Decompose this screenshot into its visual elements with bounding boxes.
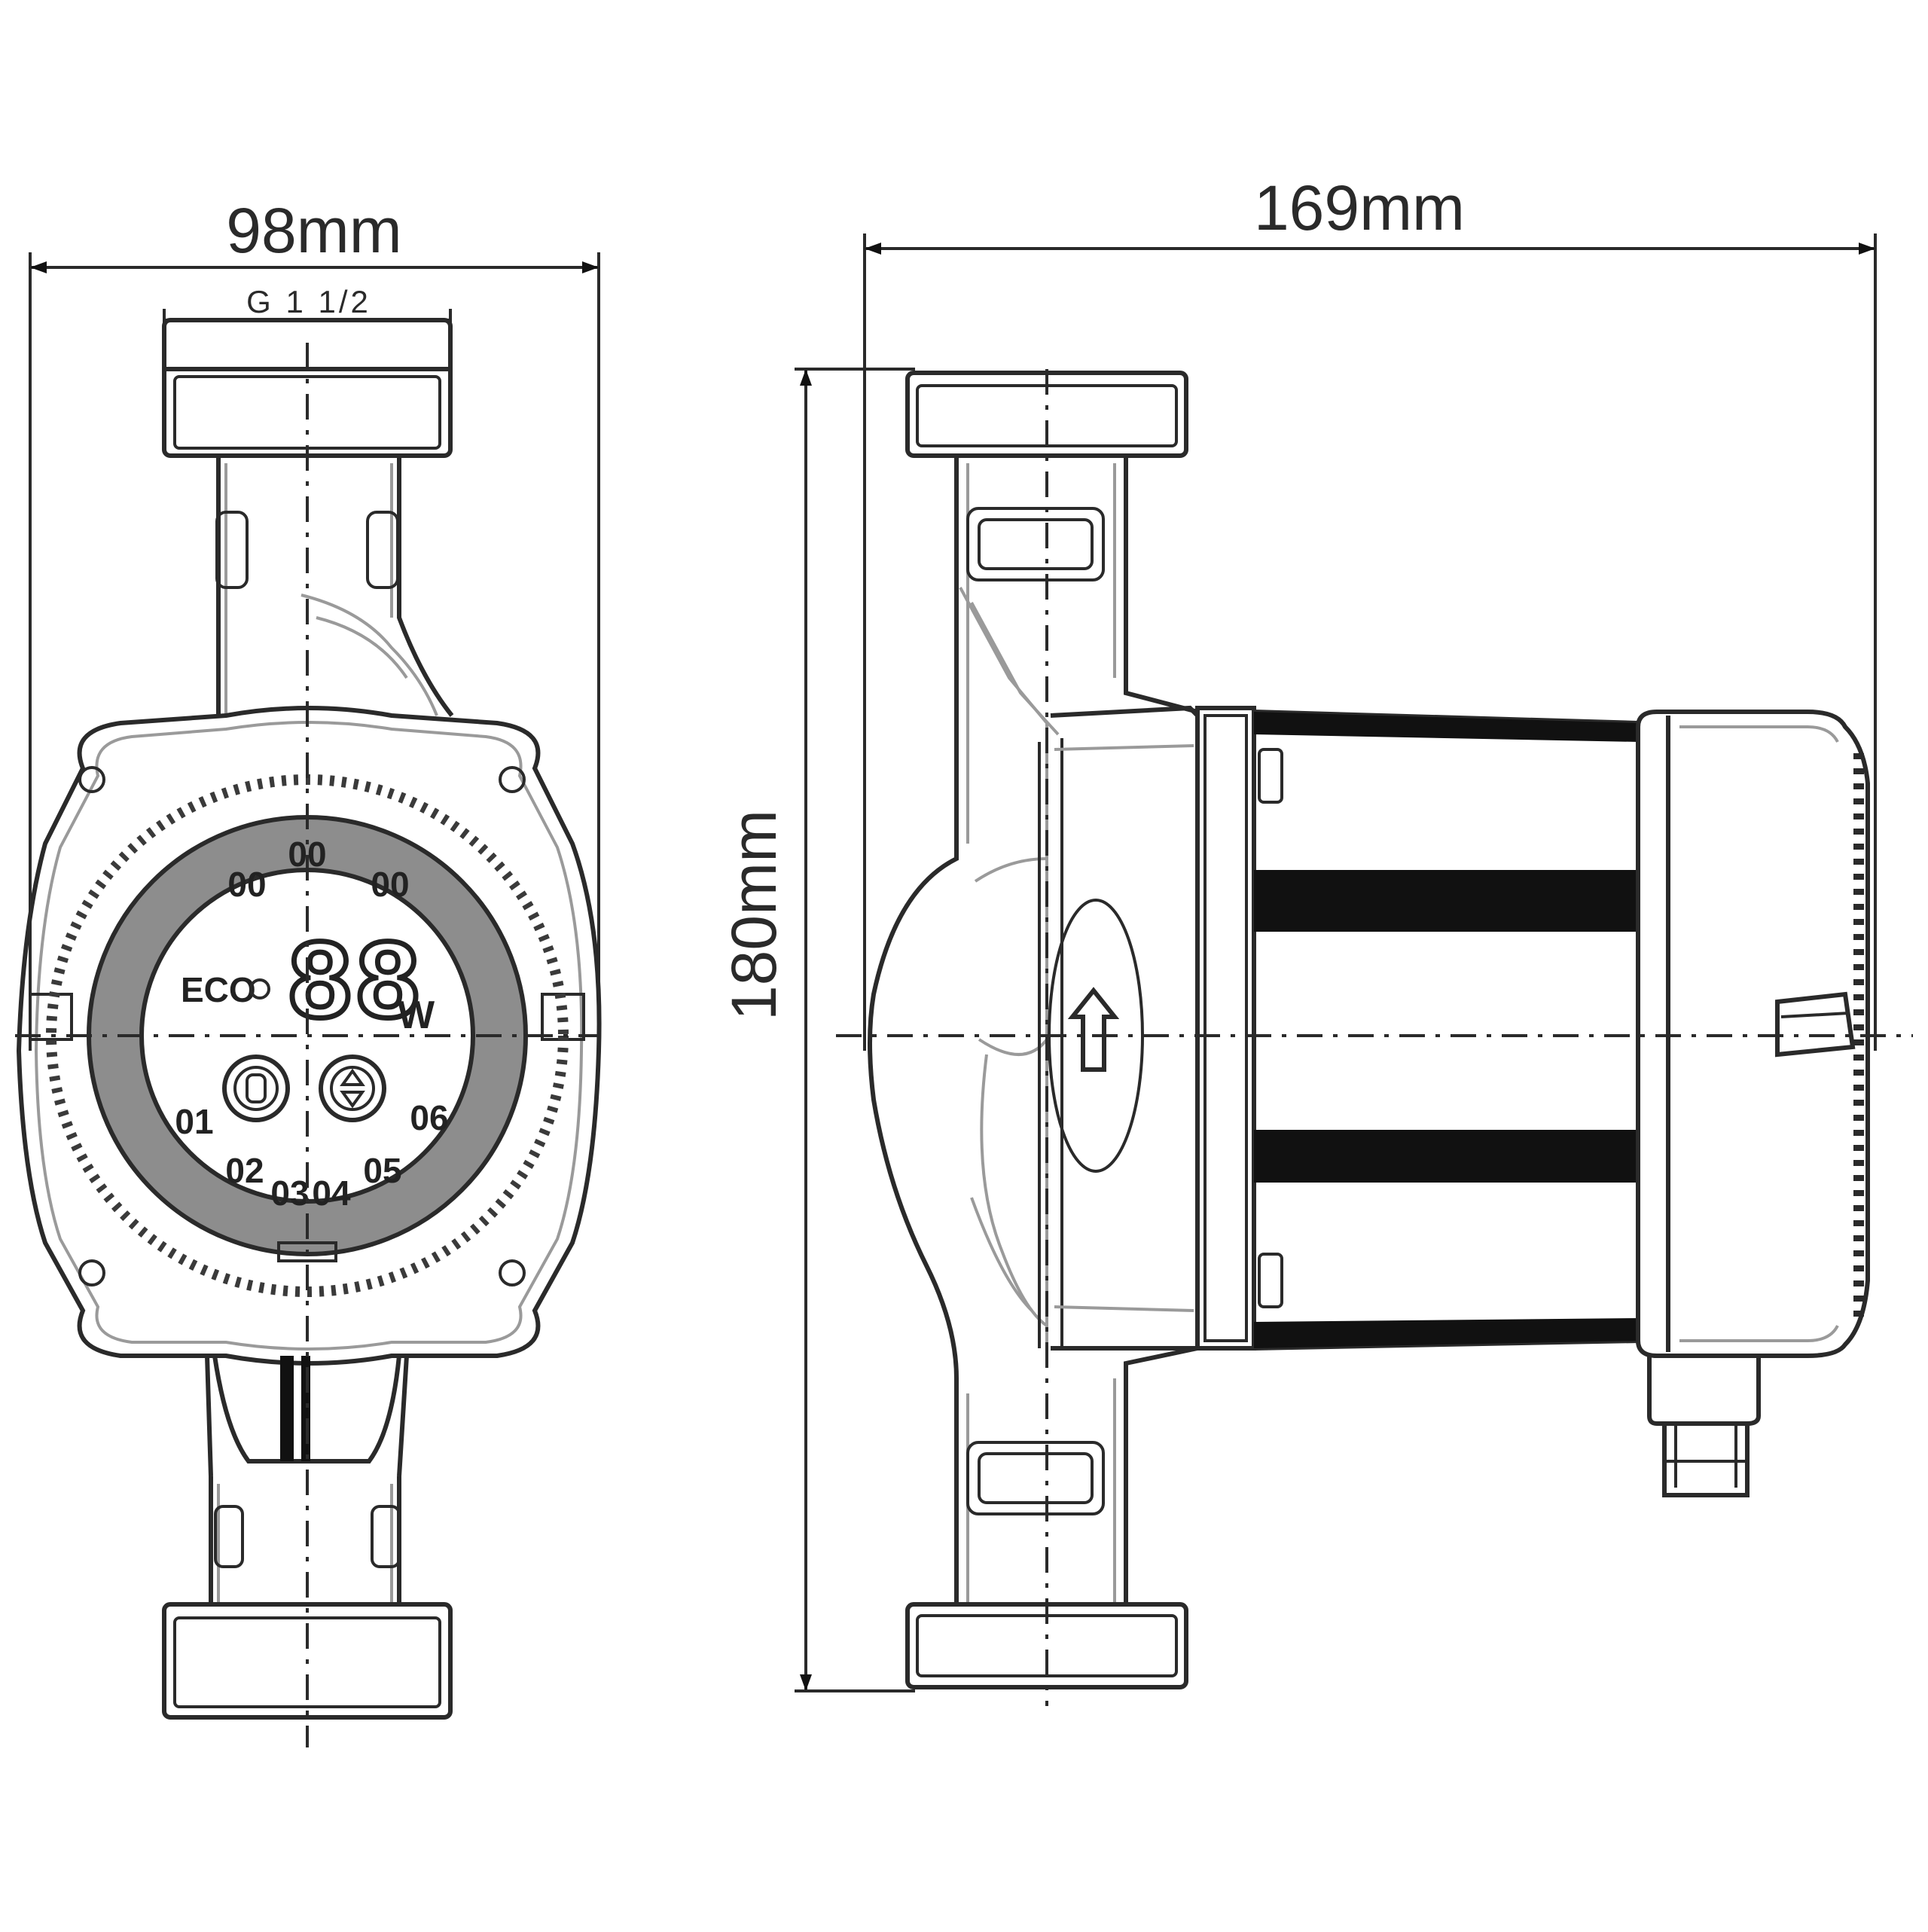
side-view: 169mm 180mm bbox=[718, 172, 1913, 1706]
side-motor-front bbox=[1050, 705, 1256, 1351]
speed-label-3: 03 bbox=[270, 1174, 309, 1213]
speed-label-4: 04 bbox=[312, 1174, 351, 1213]
power-unit: W bbox=[398, 993, 435, 1037]
side-motor-stator bbox=[1253, 710, 1640, 1351]
flow-direction-arrow-icon bbox=[1067, 987, 1120, 1072]
side-pump-body bbox=[868, 456, 1200, 1604]
front-view: 98mm G 1 1/2 bbox=[15, 195, 602, 1747]
side-rear-cover bbox=[1636, 710, 1870, 1358]
dimension-length-169: 169mm bbox=[863, 172, 1877, 1051]
height-label: 180mm bbox=[718, 810, 789, 1021]
width-label: 98mm bbox=[226, 195, 401, 266]
front-top-flange bbox=[162, 318, 453, 458]
eco-label: ECO bbox=[181, 970, 256, 1009]
front-lower-pipe bbox=[205, 1355, 409, 1604]
speed-label-6: 06 bbox=[410, 1098, 448, 1137]
dimension-width-98: 98mm bbox=[29, 195, 600, 1051]
stator-band-upper bbox=[1254, 870, 1638, 932]
thread-label: G 1 1/2 bbox=[246, 284, 371, 319]
up-down-arrows-icon bbox=[319, 1055, 386, 1122]
dimension-height-180: 180mm bbox=[718, 368, 915, 1692]
stator-band-lower bbox=[1254, 1130, 1638, 1183]
speed-label-1: 01 bbox=[175, 1102, 213, 1141]
length-label: 169mm bbox=[1254, 172, 1465, 243]
side-cable-gland bbox=[1647, 1356, 1761, 1497]
mode-label-top-right: 00 bbox=[371, 865, 409, 904]
power-button-icon bbox=[222, 1055, 290, 1122]
speed-label-5: 05 bbox=[363, 1151, 401, 1190]
mode-label-top-left: 00 bbox=[227, 865, 266, 904]
front-bottom-flange bbox=[162, 1602, 453, 1720]
control-panel: 00 00 00 ECO 88 W 01 02 03 bbox=[175, 835, 448, 1213]
front-upper-pipe bbox=[215, 456, 454, 717]
speed-label-2: 02 bbox=[225, 1151, 264, 1190]
